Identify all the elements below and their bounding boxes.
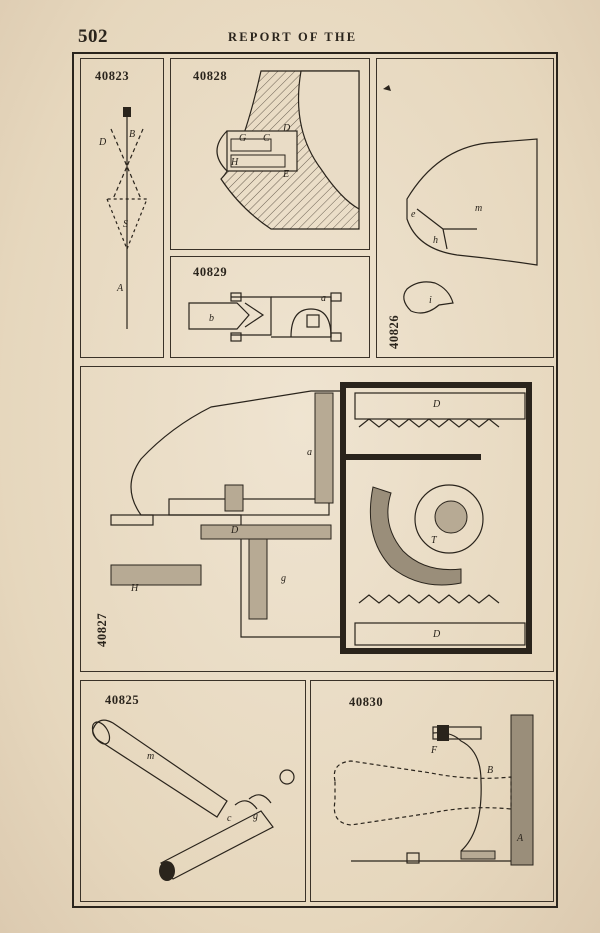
figure-40825-number: 40825 <box>105 693 140 707</box>
figure-40828-panel: 40828 G C D H E <box>170 58 370 250</box>
figure-40830-drawing: F B A <box>333 714 534 866</box>
figure-40827-label: g <box>281 573 286 584</box>
figure-40827-label: D <box>432 399 441 410</box>
figure-40828-label: H <box>230 157 239 168</box>
figure-40828-label: G <box>239 133 246 144</box>
figure-40829-label: a <box>321 293 326 304</box>
figure-40825-label: m <box>147 751 154 762</box>
page-number: 502 <box>78 26 108 47</box>
figure-40829-label: b <box>209 313 214 324</box>
figure-40825-drawing: m c g <box>91 719 295 881</box>
figure-40827-label: D <box>432 629 441 640</box>
figure-40829-drawing: b a <box>188 292 342 342</box>
patent-plate: 40823 D B S A 40828 G <box>72 52 558 908</box>
figure-40823-label: S <box>123 219 128 230</box>
figure-40828-label: D <box>282 123 291 134</box>
figure-40826-drawing: e h m i <box>383 85 538 314</box>
figure-40823-label: B <box>129 129 135 140</box>
figure-40830-number: 40830 <box>349 695 384 709</box>
figure-40829-number: 40829 <box>193 265 228 279</box>
figure-40826-label: h <box>433 235 438 246</box>
figure-40826-label: i <box>429 295 432 306</box>
figure-40827-label: D <box>230 525 239 536</box>
figure-40823-label: D <box>98 137 107 148</box>
running-title: REPORT OF THE <box>228 30 358 44</box>
figure-40825-panel: 40825 m c g <box>80 680 306 902</box>
figure-40825-label: c <box>227 813 232 824</box>
figure-40828-number: 40828 <box>193 69 228 83</box>
figure-40826-label: e <box>411 209 416 220</box>
figure-40827-label: a <box>307 447 312 458</box>
figure-40823-panel: 40823 D B S A <box>80 58 164 358</box>
figure-40823-number: 40823 <box>95 69 130 83</box>
figure-40830-label: F <box>430 745 438 756</box>
figure-40827-label: H <box>130 583 139 594</box>
figure-40823-label: A <box>116 283 124 294</box>
figure-40825-label: g <box>253 811 258 822</box>
figure-40829-panel: 40829 b a <box>170 256 370 358</box>
page-header: 502 REPORT OF THE <box>78 26 558 48</box>
figure-40828-label: C <box>263 133 270 144</box>
figure-40827-label: T <box>431 535 438 546</box>
figure-40823-drawing: D B S A <box>98 107 148 329</box>
figure-40826-label: m <box>475 203 482 214</box>
figure-40830-panel: 40830 F B A <box>310 680 554 902</box>
figure-40826-panel: 40826 e h m i <box>376 58 554 358</box>
figure-40830-label: A <box>516 833 524 844</box>
figure-40830-label: B <box>487 765 493 776</box>
figure-40827-panel: 40827 D a D T H g D <box>80 366 554 672</box>
figure-40827-drawing: D a D T H g D <box>110 382 532 654</box>
figure-40828-drawing: G C D H E <box>216 70 360 230</box>
figure-40828-label: E <box>282 169 289 180</box>
